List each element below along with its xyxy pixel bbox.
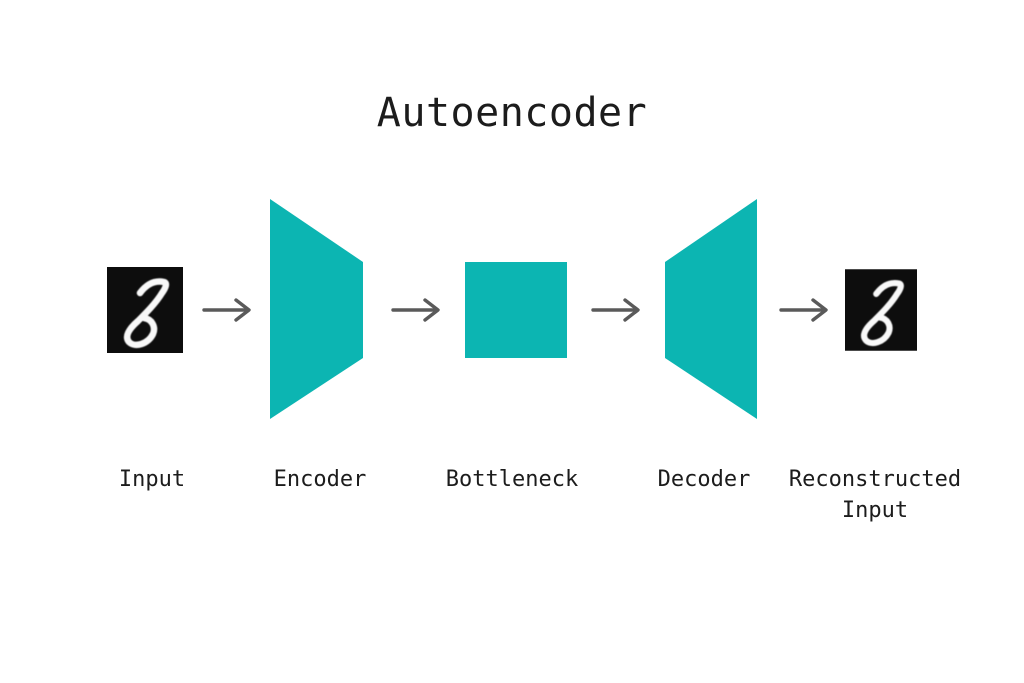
flow-arrow-bottleneck-to-decoder xyxy=(591,298,640,322)
bottleneck-shape xyxy=(465,262,567,358)
label-encoder: Encoder xyxy=(273,467,367,492)
encoder-shape xyxy=(270,199,363,419)
flow-arrow-input-to-encoder xyxy=(202,298,251,322)
label-reconstructed-input: Reconstructed Input xyxy=(788,467,962,523)
flow-arrow-encoder-to-bottleneck xyxy=(391,298,440,322)
label-input: Input xyxy=(118,467,186,492)
label-bottleneck: Bottleneck xyxy=(445,467,579,492)
mnist-digit-5-glyph xyxy=(861,279,904,346)
reconstructed-input-image xyxy=(845,269,917,351)
diagram-title: Autoencoder xyxy=(376,90,648,136)
input-image xyxy=(107,267,183,353)
mnist-digit-5-glyph xyxy=(123,278,170,348)
label-decoder: Decoder xyxy=(657,467,751,492)
decoder-shape xyxy=(665,199,757,419)
flow-arrow-decoder-to-output xyxy=(779,298,828,322)
